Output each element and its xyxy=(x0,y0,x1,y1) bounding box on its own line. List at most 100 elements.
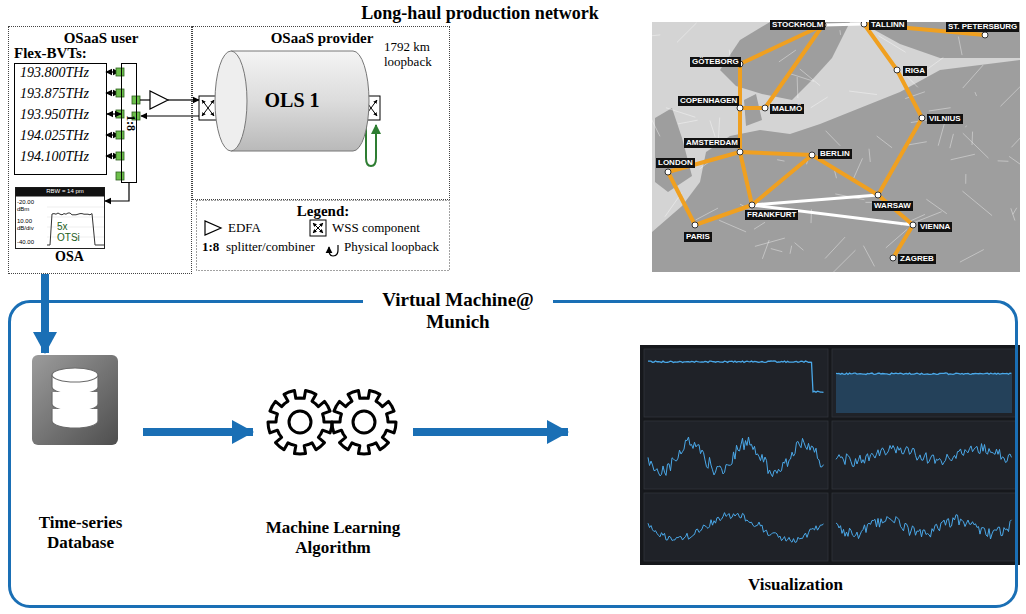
map-mesh-part xyxy=(831,250,855,272)
map-city-dots-part xyxy=(875,192,881,198)
map-city-dots-part xyxy=(737,149,743,155)
system-name: OLS 1 xyxy=(213,89,371,112)
map-mesh-part xyxy=(839,30,841,35)
splitter-ports-part xyxy=(116,152,124,160)
database-icon-part-part xyxy=(52,368,98,382)
dashboard-screenshot xyxy=(640,345,1020,565)
map-mesh-part xyxy=(1000,82,1020,106)
map-mesh-part xyxy=(677,23,697,43)
spectrum-screenshot-part xyxy=(47,207,104,208)
map-mesh-part xyxy=(800,69,820,86)
loopback-length: 1792 km loopback xyxy=(384,40,448,70)
legend-entry: splitter/combiner xyxy=(226,240,315,255)
legend-entry: Physical loopback xyxy=(344,240,439,255)
map-land-part xyxy=(652,60,1020,272)
dashboard-screenshot-part xyxy=(832,349,1016,417)
splitter-ports-part xyxy=(132,96,140,104)
map-mesh-part xyxy=(1013,208,1017,215)
gear-icons-part xyxy=(353,411,375,433)
database-icon-part-part xyxy=(52,409,98,428)
map-mesh-part xyxy=(951,154,975,160)
map-route-white xyxy=(752,24,913,225)
map-route-orange-part xyxy=(740,25,823,152)
dashboard-screenshot-part xyxy=(648,361,824,392)
map-mesh-part xyxy=(826,131,841,146)
map-mesh-part xyxy=(938,121,945,146)
map-mesh-part xyxy=(777,160,784,161)
map-mesh-part xyxy=(908,142,927,145)
city-label: AMSTERDAM xyxy=(684,138,740,148)
device-name: OSA xyxy=(55,249,95,265)
map-mesh-part xyxy=(652,35,660,38)
frequency-label: 194.100THz xyxy=(20,149,105,165)
virtual-machine-box: Virtual Machine@ MunichTime-series Datab… xyxy=(8,300,1018,608)
data-flow-arrow xyxy=(41,274,49,353)
axis-tick: 10.00 dB/div xyxy=(17,218,47,231)
map-route-orange-part xyxy=(752,155,812,205)
map-mesh-part xyxy=(771,249,782,252)
legend-loopback-symbol xyxy=(329,245,338,256)
dashboard-screenshot-part xyxy=(644,349,828,417)
map-route-orange xyxy=(668,24,985,258)
box-heading: Virtual Machine@ Munich xyxy=(363,289,553,333)
legend-entry: WSS component xyxy=(332,221,420,236)
map-mesh-part xyxy=(975,92,977,96)
ml-node: Machine Learning Algorithm xyxy=(253,373,413,568)
osa-setting: RBW = 14 pm xyxy=(35,188,95,195)
dashboard-screenshot-part xyxy=(836,515,1012,539)
map-city-dots-part xyxy=(737,105,743,111)
map-city-dots-part xyxy=(910,222,916,228)
map-mesh-part xyxy=(863,246,874,267)
map-mesh-part xyxy=(869,149,870,162)
fiber-connector xyxy=(107,113,121,114)
splitter-ports-part xyxy=(116,172,124,180)
data-flow-arrow xyxy=(143,428,253,436)
spectrum-screenshot-part xyxy=(16,188,105,197)
legend-box xyxy=(197,201,450,271)
gear-icons-part xyxy=(332,390,396,454)
gear-icons xyxy=(268,390,396,454)
gear-icons-part xyxy=(268,390,332,454)
dashboard-screenshot-part xyxy=(832,493,1016,561)
map-mesh-part xyxy=(963,65,983,88)
legend-wss-symbol-part xyxy=(310,220,326,236)
frequency-label: 193.950THz xyxy=(20,107,105,123)
city-label: GÖTEBORG xyxy=(690,57,741,67)
city-label: STOCKHOLM xyxy=(770,20,825,30)
map-mesh-part xyxy=(1011,208,1015,220)
ols-cylinder-shape-part xyxy=(215,51,247,151)
legend-entry: EDFA xyxy=(228,221,261,236)
edfa-amplifier-part xyxy=(141,115,199,116)
component-label: Time-series Database xyxy=(18,513,143,552)
map-city-dots-part xyxy=(692,222,698,228)
map-mesh-part xyxy=(958,36,962,55)
map-mesh-part xyxy=(790,246,792,254)
city-label: PARIS xyxy=(684,232,712,242)
edfa-amplifier-part xyxy=(168,99,199,100)
map-mesh-part xyxy=(678,120,698,124)
map-mesh-part xyxy=(789,73,814,81)
legend-wss-symbol-part xyxy=(313,223,323,233)
map-sea xyxy=(652,22,1020,272)
dashboard-screenshot-part xyxy=(648,437,824,477)
city-label: COPENHAGEN xyxy=(678,96,739,106)
splitter-box: 1:8 xyxy=(121,63,137,183)
box-heading: Flex-BVTs: xyxy=(14,45,107,62)
wss-component-part xyxy=(199,96,217,120)
splitter-ports-part xyxy=(116,68,124,76)
map-city-dots-part xyxy=(809,152,815,158)
map-mesh-part xyxy=(710,121,715,137)
spectrum-screenshot-part xyxy=(16,188,105,249)
legend-edfa-symbol xyxy=(205,221,221,235)
map-city-dots-part xyxy=(919,115,925,121)
map-mesh-part xyxy=(755,238,785,246)
city-label: VIENNA xyxy=(918,222,952,232)
user-domain-box: OSaaS userFlex-BVTs:193.800THz193.875THz… xyxy=(8,26,192,274)
frequency-label: 194.025THz xyxy=(20,128,105,144)
map-route-orange-part xyxy=(740,25,823,108)
map-mesh-part xyxy=(719,220,746,232)
frequency-label: 193.875THz xyxy=(20,86,105,102)
map-mesh-part xyxy=(1011,131,1020,147)
component-label: Visualization xyxy=(568,575,1023,595)
